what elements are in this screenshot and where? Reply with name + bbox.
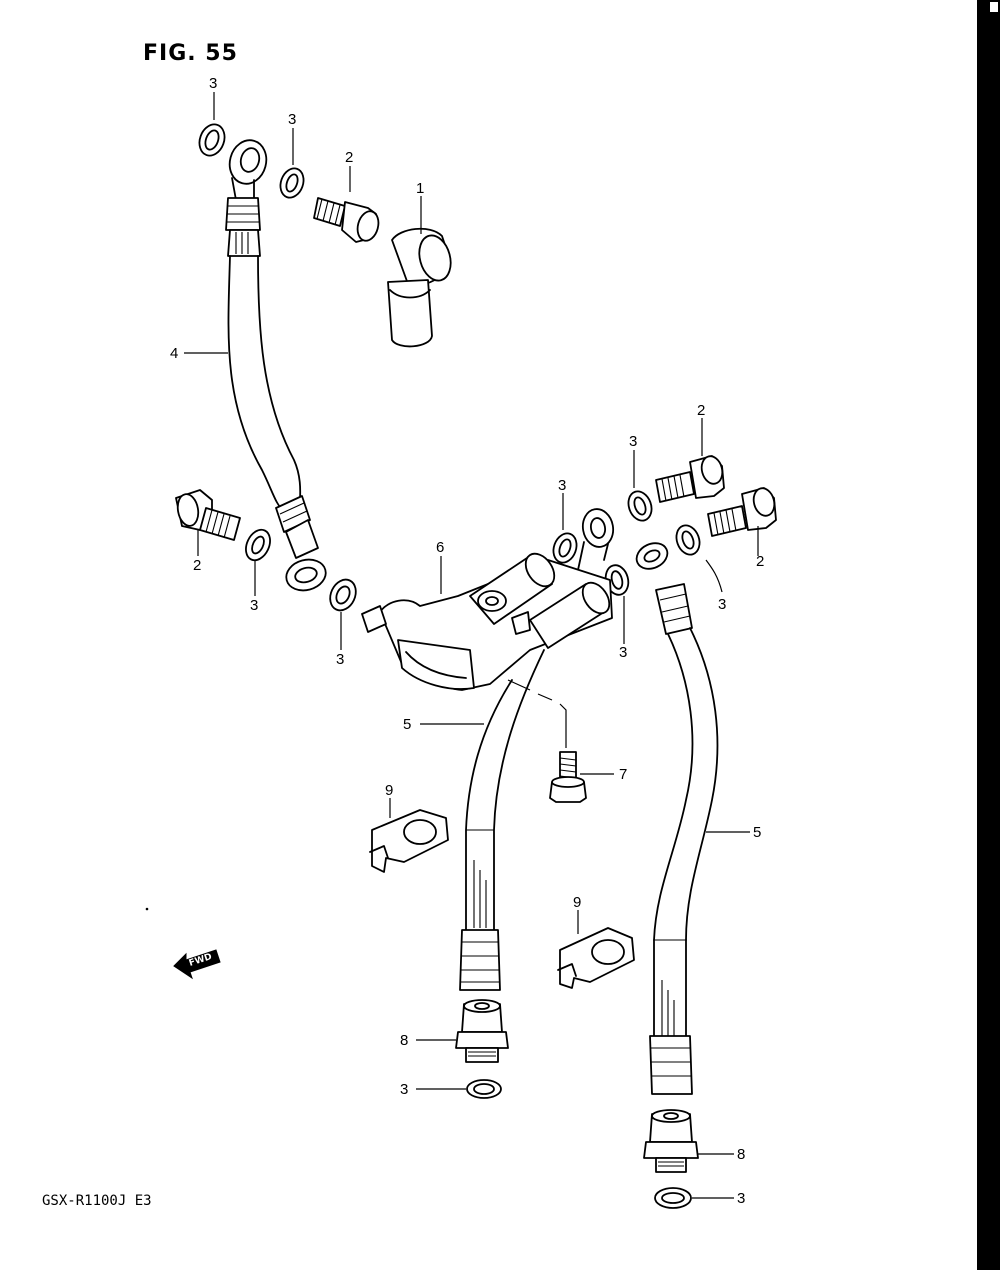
union-bolt-part-2-top xyxy=(313,197,380,243)
stray-dot xyxy=(145,907,149,911)
callout-9: 9 xyxy=(385,782,393,799)
washer-part-3-bottom-left xyxy=(466,1079,502,1099)
callout-3: 3 xyxy=(558,477,566,494)
figure-title: FIG. 55 xyxy=(143,41,238,66)
model-code: GSX-R1100J E3 xyxy=(42,1193,152,1209)
washer-part-3-top-b xyxy=(279,167,305,199)
leader-lines xyxy=(184,92,759,1199)
union-bolt-part-2-right xyxy=(707,487,777,537)
callout-3: 3 xyxy=(737,1190,745,1207)
callout-5: 5 xyxy=(753,824,761,841)
washer-part-3-bottom-right xyxy=(654,1187,692,1209)
callout-3: 3 xyxy=(619,644,627,661)
callout-3: 3 xyxy=(288,111,296,128)
washer-part-3-left xyxy=(245,528,271,562)
scan-edge-bar xyxy=(977,0,1000,1270)
brake-hose-part-4 xyxy=(225,139,327,592)
callout-3: 3 xyxy=(336,651,344,668)
callout-8: 8 xyxy=(400,1032,408,1049)
washer-part-3-right xyxy=(675,524,701,556)
callout-1: 1 xyxy=(416,180,424,197)
callout-2: 2 xyxy=(193,557,201,574)
callout-3: 3 xyxy=(629,433,637,450)
callout-numbers: 3 3 2 1 4 2 3 3 6 2 3 3 3 3 2 5 7 9 5 9 … xyxy=(170,75,764,1207)
callout-2: 2 xyxy=(345,149,353,166)
hose-clamp-part-9-right xyxy=(557,927,635,989)
callout-7: 7 xyxy=(619,766,627,783)
bolt-part-7 xyxy=(549,751,587,803)
callout-9: 9 xyxy=(573,894,581,911)
callout-4: 4 xyxy=(170,345,178,362)
brake-hose-part-5-left xyxy=(459,649,545,991)
union-bolt-part-2-right-top xyxy=(655,455,725,503)
callout-8: 8 xyxy=(737,1146,745,1163)
brake-joint-part-1 xyxy=(387,227,452,348)
banjo-fitting-mid xyxy=(577,508,615,571)
fwd-arrow-icon: FWD xyxy=(173,949,221,980)
washer-part-3-top-left xyxy=(198,123,226,157)
callout-6: 6 xyxy=(436,539,444,556)
callout-5: 5 xyxy=(403,716,411,733)
brake-3way-joint-part-6 xyxy=(361,552,613,691)
callout-3: 3 xyxy=(718,596,726,613)
callout-2: 2 xyxy=(756,553,764,570)
washer-part-3-left-low xyxy=(329,578,357,612)
callout-3: 3 xyxy=(250,597,258,614)
scan-edge-mark xyxy=(990,2,998,12)
washer-part-3-right-top xyxy=(627,490,653,522)
callout-3: 3 xyxy=(400,1081,408,1098)
brake-hose-part-5-right xyxy=(635,542,719,1095)
washer-part-3-mid xyxy=(552,532,578,564)
union-fitting-part-8-left xyxy=(455,999,509,1063)
union-fitting-part-8-right xyxy=(643,1109,699,1173)
callout-3: 3 xyxy=(209,75,217,92)
callout-2: 2 xyxy=(697,402,705,419)
union-bolt-part-2-left xyxy=(175,489,241,541)
hose-clamp-part-9-left xyxy=(369,809,449,873)
